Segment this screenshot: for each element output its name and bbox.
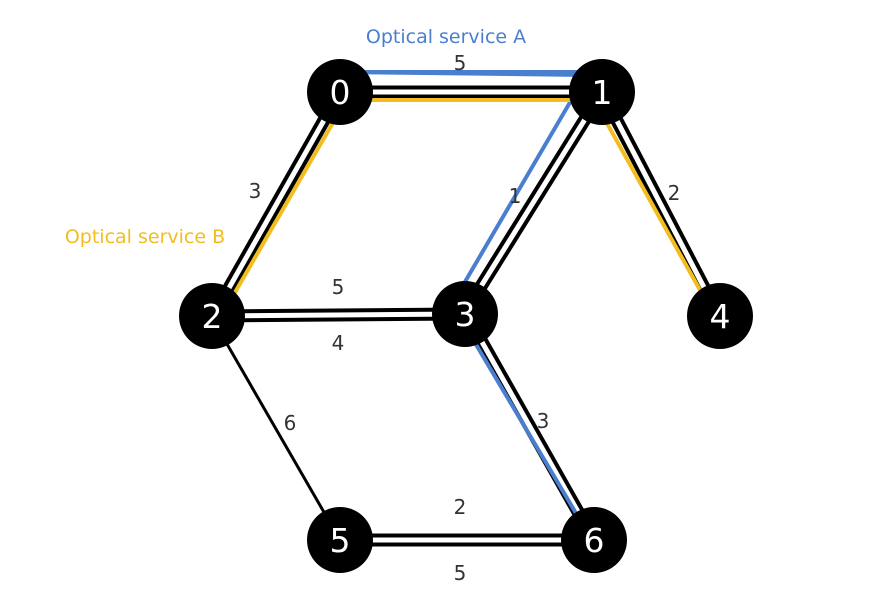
node-3-label: 3 xyxy=(455,295,476,334)
links-layer xyxy=(206,85,726,547)
link-1-3 xyxy=(459,88,608,316)
weight-0-1: 5 xyxy=(454,51,467,75)
node-1-label: 1 xyxy=(592,73,613,112)
weight-1-3: 1 xyxy=(509,184,522,208)
node-4-label: 4 xyxy=(710,297,731,336)
node-0-label: 0 xyxy=(330,73,351,112)
node-0: 0 xyxy=(307,59,373,125)
weight-2-5: 6 xyxy=(284,411,297,435)
link-2-3 xyxy=(211,307,466,323)
node-1: 1 xyxy=(569,59,635,125)
node-6: 6 xyxy=(561,507,627,573)
weight-5-6-bottom: 5 xyxy=(454,561,467,585)
service-b-label: Optical service B xyxy=(65,226,225,248)
weight-3-6: 3 xyxy=(537,409,550,433)
node-6-label: 6 xyxy=(584,521,605,560)
link-3-6 xyxy=(459,308,600,544)
weight-2-3-top: 5 xyxy=(332,275,345,299)
weight-5-6-top: 2 xyxy=(454,495,467,519)
link-2-5 xyxy=(210,317,342,541)
node-2-label: 2 xyxy=(202,297,223,336)
weight-0-2: 3 xyxy=(249,179,262,203)
service-labels-layer: Optical service A Optical service B xyxy=(65,26,526,248)
link-1-4 xyxy=(596,88,726,322)
weight-2-3-bottom: 4 xyxy=(332,331,345,355)
service-a-label: Optical service A xyxy=(366,26,526,48)
weights-layer: 5 3 1 2 5 4 6 3 2 5 xyxy=(249,51,681,585)
weight-1-4: 2 xyxy=(668,181,681,205)
node-5-label: 5 xyxy=(330,521,351,560)
node-5: 5 xyxy=(307,507,373,573)
link-0-2 xyxy=(206,88,346,322)
service-b-path xyxy=(224,98,712,310)
node-2: 2 xyxy=(179,283,245,349)
nodes-layer: 0 1 2 3 4 5 6 xyxy=(179,59,753,573)
node-3: 3 xyxy=(432,281,498,347)
node-4: 4 xyxy=(687,283,753,349)
